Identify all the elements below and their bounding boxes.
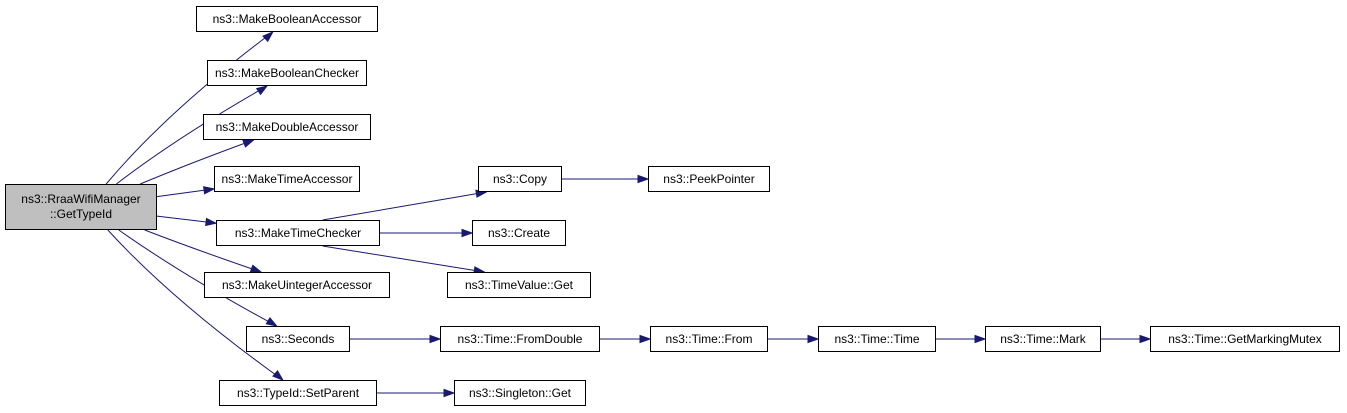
node-label: ns3::Create [487,226,551,240]
arrowhead-make_uinteger_accessor [249,264,263,273]
arrowhead-make_boolean_checker [255,85,269,96]
node-make-boolean-accessor[interactable]: ns3::MakeBooleanAccessor [196,6,378,32]
edge-root-to-make_boolean_checker [116,85,268,185]
node-peek-pointer[interactable]: ns3::PeekPointer [648,166,770,192]
node-label: ns3::Copy [492,172,548,186]
arrowhead-time_mark [974,334,987,344]
node-typeid-set-parent[interactable]: ns3::TypeId::SetParent [219,380,377,406]
arrowhead-time_get_marking_mutex [1139,334,1152,344]
node-make-uinteger-accessor[interactable]: ns3::MakeUintegerAccessor [204,272,390,298]
edge-root-to-typeid_set_parent [107,229,284,381]
node-make-boolean-checker[interactable]: ns3::MakeBooleanChecker [207,60,367,86]
node-label: ns3::Time::From [665,332,753,346]
edge-root-to-make_boolean_accessor [105,31,274,185]
node-label: ns3::MakeBooleanAccessor [212,12,362,26]
node-timevalue-get[interactable]: ns3::TimeValue::Get [447,272,591,298]
edge-root-to-make_double_accessor [140,139,254,185]
node-make-time-accessor[interactable]: ns3::MakeTimeAccessor [214,166,360,192]
node-create[interactable]: ns3::Create [472,220,566,246]
arrowhead-seconds [265,316,278,327]
node-singleton-get[interactable]: ns3::Singleton::Get [454,380,586,406]
arrowhead-create [461,228,474,238]
root-label-line2: ::GetTypeId [49,207,113,221]
arrowhead-time_from_double [429,334,442,344]
node-label: ns3::Singleton::Get [468,386,572,400]
node-label: ns3::MakeUintegerAccessor [221,278,373,292]
arrowhead-typeid_set_parent [272,369,284,381]
node-label: ns3::Time::Mark [1000,332,1086,346]
node-label: ns3::MakeDoubleAccessor [215,120,359,134]
arrowhead-time_from [639,334,652,344]
edge-root-to-make_uinteger_accessor [144,229,262,273]
edge-make_time_checker-to-timevalue_get [322,245,485,273]
arrowhead-make_boolean_accessor [262,30,274,43]
node-time-from[interactable]: ns3::Time::From [650,326,768,352]
node-time-mark[interactable]: ns3::Time::Mark [985,326,1101,352]
node-seconds[interactable]: ns3::Seconds [246,326,350,352]
node-label: ns3::Time::FromDouble [457,332,583,346]
arrowhead-make_time_accessor [203,186,216,195]
node-copy[interactable]: ns3::Copy [478,166,562,192]
node-label: ns3::Time::GetMarkingMutex [1168,332,1322,346]
node-label: ns3::MakeTimeChecker [234,226,362,240]
node-label: ns3::MakeTimeAccessor [221,172,353,186]
node-label: ns3::PeekPointer [663,172,755,186]
node-label: ns3::Time::Time [834,332,920,346]
arrowhead-singleton_get [443,388,456,398]
edge-make_time_checker-to-copy [322,191,487,221]
node-make-double-accessor[interactable]: ns3::MakeDoubleAccessor [203,114,371,140]
node-make-time-checker[interactable]: ns3::MakeTimeChecker [216,220,380,246]
edge-root-to-seconds [118,229,277,327]
node-time-from-double[interactable]: ns3::Time::FromDouble [440,326,600,352]
arrowhead-peek_pointer [637,174,650,184]
node-label: ns3::Seconds [261,332,335,346]
node-label: ns3::TypeId::SetParent [236,386,360,400]
root-label-line1: ns3::RraaWifiManager [21,192,141,206]
arrowhead-time_time [807,334,820,344]
node-time-get-marking-mutex[interactable]: ns3::Time::GetMarkingMutex [1150,326,1340,352]
arrowhead-make_double_accessor [242,139,255,148]
node-time-time[interactable]: ns3::Time::Time [818,326,936,352]
arrowhead-make_time_checker [205,217,218,227]
node-label: ns3::TimeValue::Get [464,278,574,292]
node-label: ns3::MakeBooleanChecker [214,66,360,80]
node-rraa-wifi-manager-get-type-id[interactable]: ns3::RraaWifiManager ::GetTypeId [5,184,157,230]
